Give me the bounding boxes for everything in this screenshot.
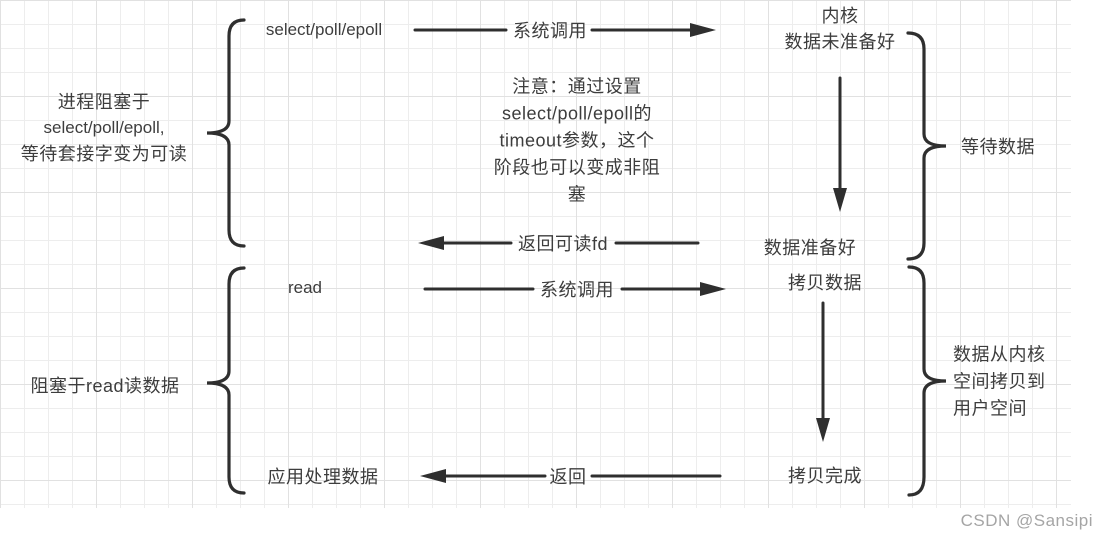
kernel-state-line2: 数据未准备好 bbox=[784, 32, 896, 52]
return-fd-arrow bbox=[418, 236, 700, 250]
syscall-bottom-arrow bbox=[423, 282, 726, 296]
timeout-note: 注意：通过设置 select/poll/epoll的 timeout参数，这个 … bbox=[494, 74, 661, 209]
right-brace-top bbox=[906, 31, 947, 261]
return-arrow bbox=[420, 469, 722, 483]
wait-data-down-arrow bbox=[833, 76, 847, 212]
wait-data-label: 等待数据 bbox=[961, 137, 1035, 157]
app-process-node: 应用处理数据 bbox=[267, 467, 379, 487]
select-poll-epoll-node: select/poll/epoll bbox=[265, 20, 383, 39]
copy-done-node: 拷贝完成 bbox=[788, 466, 862, 486]
kernel-state-node: 内核 数据未准备好 bbox=[785, 3, 896, 55]
copy-span-line3: 用户空间 bbox=[953, 398, 1027, 419]
left-brace-bottom bbox=[206, 266, 246, 495]
timeout-note-line3: timeout参数，这个 bbox=[499, 130, 655, 151]
timeout-note-line5: 塞 bbox=[567, 184, 587, 205]
process-block-line3: 等待套接字变为可读 bbox=[20, 144, 188, 164]
right-brace-bottom bbox=[907, 265, 947, 497]
copy-span-line2: 空间拷贝到 bbox=[953, 371, 1046, 392]
syscall-top-label: 系统调用 bbox=[513, 21, 587, 41]
return-label: 返回 bbox=[549, 467, 587, 487]
process-block-line1: 进程阻塞于 bbox=[57, 92, 151, 112]
copy-span-line1: 数据从内核 bbox=[953, 344, 1046, 365]
read-node: read bbox=[287, 278, 323, 297]
process-block-line2: select/poll/epoll, bbox=[43, 118, 165, 137]
return-fd-label: 返回可读fd bbox=[517, 234, 609, 254]
process-block-note: 进程阻塞于 select/poll/epoll, 等待套接字变为可读 bbox=[21, 89, 188, 167]
copy-data-down-arrow bbox=[816, 301, 830, 442]
read-block-note: 阻塞于read读数据 bbox=[30, 376, 180, 396]
syscall-top-arrow bbox=[413, 23, 716, 37]
grid-background bbox=[0, 0, 1071, 508]
copy-data-node: 拷贝数据 bbox=[788, 273, 862, 293]
data-ready-node: 数据准备好 bbox=[763, 238, 857, 258]
kernel-state-line1: 内核 bbox=[821, 6, 859, 26]
left-brace-top bbox=[206, 18, 246, 248]
syscall-bottom-label: 系统调用 bbox=[540, 280, 614, 300]
copy-span-label: 数据从内核 空间拷贝到 用户空间 bbox=[953, 342, 1046, 423]
timeout-note-line1: 注意：通过设置 bbox=[512, 76, 642, 97]
csdn-watermark: CSDN @Sansipi bbox=[960, 511, 1093, 530]
timeout-note-line2: select/poll/epoll的 bbox=[501, 103, 653, 124]
timeout-note-line4: 阶段也可以变成非阻 bbox=[493, 157, 661, 178]
